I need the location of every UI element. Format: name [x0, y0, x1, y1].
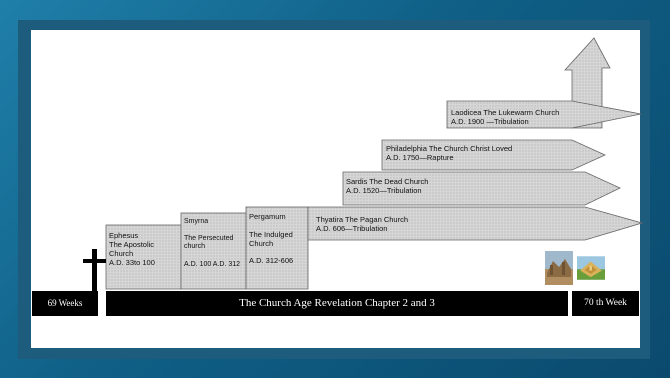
- label-70th-week: 70 th Week: [584, 298, 627, 308]
- label-69-weeks: 69 Weeks: [47, 298, 83, 308]
- arrow-thyatira-label: Thyatira The Pagan Church A.D. 606—Tribu…: [316, 215, 408, 233]
- step-ephesus-label: Ephesus The Apostolic Church A.D. 33to 1…: [109, 231, 155, 267]
- arrow-laodicea-label: Laodicea The Lukewarm Church A.D. 1900 —…: [451, 108, 560, 126]
- bar-70th-week: [572, 291, 639, 316]
- bar-church-age: [106, 291, 568, 316]
- temple-photo: [577, 256, 605, 280]
- arrow-laodicea-shape: [446, 100, 642, 129]
- arrow-philadelphia-label: Philadelphia The Church Christ Loved A.D…: [386, 144, 513, 162]
- arrow-sardis-label: Sardis The Dead Church A.D. 1520—Tribula…: [346, 177, 429, 195]
- ruins-photo: [545, 251, 573, 285]
- step-ephesus-box: [105, 224, 182, 290]
- arrow-sardis-shape: [342, 171, 621, 206]
- step-smyrna-box: [180, 212, 247, 290]
- arrow-thyatira-shape: [307, 206, 644, 241]
- cross-icon: [83, 249, 106, 291]
- arrow-philadelphia-shape: [381, 139, 606, 171]
- step-pergamum-label: Pergamum The Indulged Church A.D. 312-60…: [249, 212, 294, 265]
- label-church-age: The Church Age Revelation Chapter 2 and …: [239, 297, 435, 309]
- step-pergamum-box: [245, 206, 309, 290]
- step-smyrna-label: Smyrna The Persecuted church A.D. 100 A.…: [184, 218, 241, 268]
- bar-69-weeks: [32, 291, 98, 316]
